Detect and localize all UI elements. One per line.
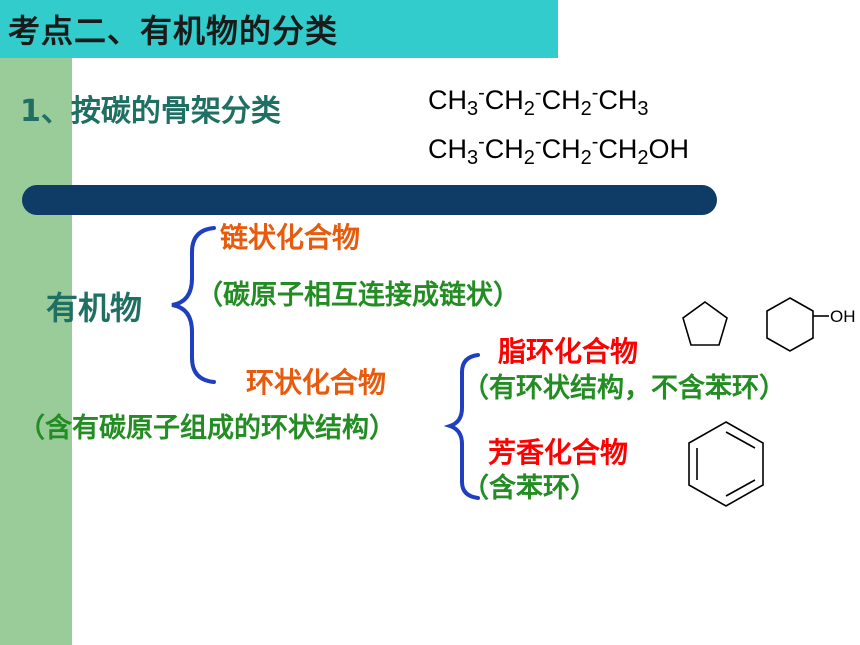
cyclohexanol-icon xyxy=(766,297,814,352)
cyclopentane-icon xyxy=(682,301,728,346)
section-heading: 1、按碳的骨架分类 xyxy=(20,94,281,129)
hydroxyl-label: OH xyxy=(830,307,856,326)
aromatic-compounds-title: 芳香化合物 xyxy=(488,436,629,469)
sub-brace-icon xyxy=(443,353,480,500)
title-bar xyxy=(0,0,558,58)
alicyclic-compounds-title: 脂环化合物 xyxy=(498,335,639,368)
left-decor-bar xyxy=(0,0,72,645)
benzene-icon xyxy=(688,421,764,507)
content-corner xyxy=(72,58,300,140)
aromatic-compounds-desc: （含苯环） xyxy=(462,473,597,504)
ring-compounds-title: 环状化合物 xyxy=(246,366,387,399)
formula-butane: CH3-CH2-CH2-CH3 xyxy=(428,82,649,120)
ring-compounds-desc: （含有碳原子组成的环状结构） xyxy=(18,413,396,444)
divider-bar xyxy=(22,185,717,215)
main-brace-icon xyxy=(171,226,216,384)
alicyclic-compounds-desc: （有环状结构，不含苯环） xyxy=(462,373,786,404)
root-organic-compounds: 有机物 xyxy=(46,289,143,327)
chain-compounds-desc: （碳原子相互连接成链状） xyxy=(196,280,520,311)
formula-butanol: CH3-CH2-CH2-CH2OH xyxy=(428,131,690,169)
chain-compounds-title: 链状化合物 xyxy=(220,221,361,254)
slide-title: 考点二、有机物的分类 xyxy=(8,12,339,50)
